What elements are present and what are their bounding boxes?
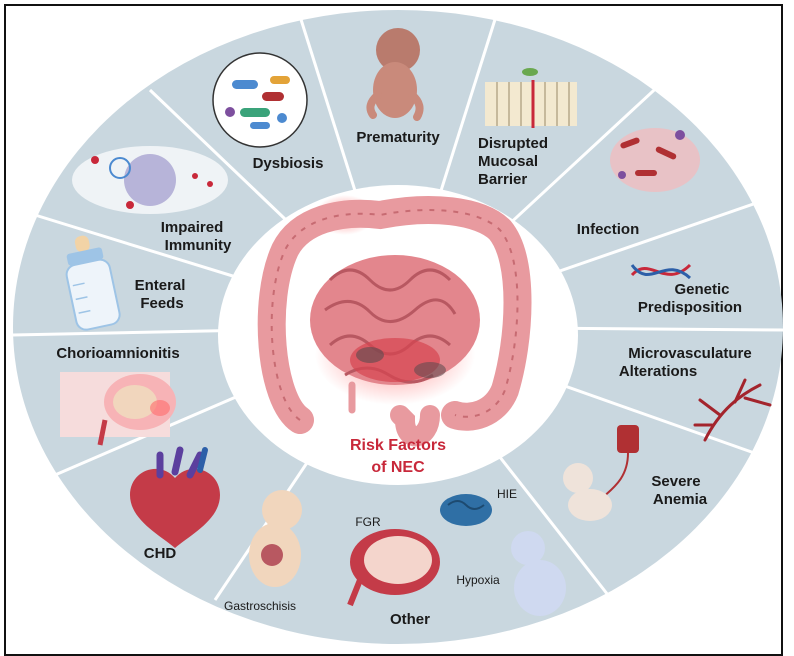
label-chorioamnionitis: Chorioamnionitis <box>56 345 179 362</box>
label-gastroschisis: Gastroschisis <box>224 599 296 613</box>
label-enteral-line2: Feeds <box>140 295 183 312</box>
label-disrupted-line1: Disrupted <box>478 135 548 152</box>
label-other: Other <box>390 611 430 628</box>
center-title-line2: of NEC <box>371 459 425 476</box>
pathogen-icon <box>610 128 700 192</box>
label-genetic-line1: Genetic <box>674 281 729 298</box>
label-anemia-line1: Severe <box>651 473 700 490</box>
bacteria-circle <box>213 53 307 147</box>
label-micro-line1: Microvasculature <box>628 345 751 362</box>
label-enteral-line1: Enteral <box>135 277 186 294</box>
immune-cell-icon <box>72 146 228 214</box>
label-disrupted-line3: Barrier <box>478 171 527 188</box>
label-immunity-line2: Immunity <box>165 237 232 254</box>
label-fgr: FGR <box>355 515 381 529</box>
label-immunity-line1: Impaired <box>161 219 224 236</box>
label-chd: CHD <box>144 545 177 562</box>
center-title-line1: Risk Factors <box>350 437 446 454</box>
label-hypoxia: Hypoxia <box>456 573 500 587</box>
label-dysbiosis: Dysbiosis <box>253 155 324 172</box>
label-infection: Infection <box>577 221 640 238</box>
segment-chorioamnionitis: Chorioamnionitis <box>56 345 179 445</box>
brain-icon <box>440 494 492 526</box>
label-genetic-line2: Predisposition <box>638 299 742 316</box>
label-hie: HIE <box>497 487 517 501</box>
label-disrupted-line2: Mucosal <box>478 153 538 170</box>
label-micro-line2: Alterations <box>619 363 697 380</box>
label-anemia-line2: Anemia <box>653 491 708 508</box>
label-prematurity: Prematurity <box>356 129 440 146</box>
pregnant-uterus-icon <box>60 372 176 445</box>
